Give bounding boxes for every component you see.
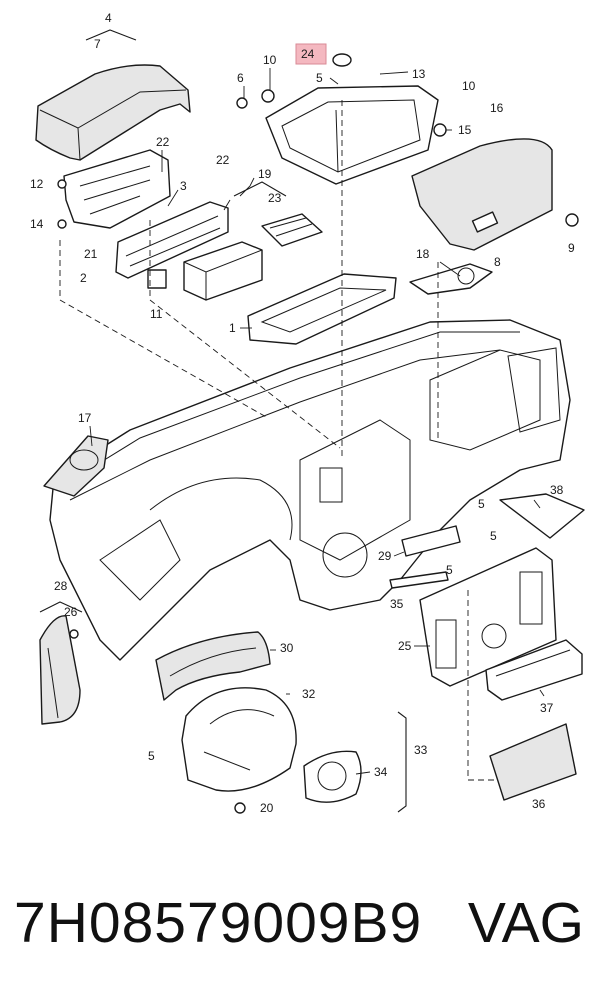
callout-8: 8 [494, 255, 501, 269]
ref-line-b [149, 220, 341, 449]
part-4-top-cover [35, 64, 191, 161]
callout-11: 11 [150, 307, 163, 321]
callout-17: 17 [78, 411, 92, 425]
part-30-instrument-hood [155, 631, 271, 701]
part-17-side-vent-trim [43, 435, 109, 497]
part-29-switch-module [401, 525, 461, 557]
part-2-frame [63, 149, 171, 229]
brace-28 [39, 601, 83, 613]
brace-19 [233, 181, 287, 197]
callout-34: 34 [374, 765, 388, 779]
callout-29: 29 [378, 549, 392, 563]
cap-24 [332, 53, 352, 67]
screw-12 [57, 179, 67, 189]
callout-38: 38 [550, 483, 564, 497]
part-36-blanking-plate [489, 723, 577, 801]
callout-5b: 5 [478, 497, 485, 511]
callout-14: 14 [30, 217, 44, 231]
callout-21: 21 [84, 247, 98, 261]
callout-9: 9 [568, 241, 575, 255]
callout-5c: 5 [490, 529, 497, 543]
screw-6 [236, 97, 248, 109]
callout-22b: 22 [216, 153, 230, 167]
callout-19: 19 [258, 167, 272, 181]
callout-33: 33 [414, 743, 428, 757]
callout-2: 2 [80, 271, 87, 285]
callout-35: 35 [390, 597, 404, 611]
callout-18: 18 [416, 247, 430, 261]
callout-6: 6 [237, 71, 244, 85]
part-35-strip [389, 571, 449, 589]
callout-23: 23 [268, 191, 282, 205]
clip-14 [57, 219, 67, 229]
callout-labels: 4 7 6 10 24 5 13 10 16 15 22 22 3 19 23 … [30, 11, 575, 815]
footer-caption: 7H08579009B9 VAG [0, 872, 600, 982]
callout-24: 24 [301, 47, 315, 61]
callout-5a: 5 [316, 71, 323, 85]
screw-20 [234, 802, 246, 814]
part-11-switch [147, 269, 167, 289]
callout-24-highlight [295, 43, 327, 65]
part-25-center-fascia [419, 547, 557, 687]
exploded-parts-diagram: 4 7 6 10 24 5 13 10 16 15 22 22 3 19 23 … [30, 11, 585, 815]
callout-26: 26 [64, 605, 78, 619]
part-19-storage-box [183, 241, 263, 301]
part-1-center-tray [247, 273, 397, 345]
part-number-text: 7H08579009B9 [14, 891, 423, 955]
callout-12: 12 [30, 177, 44, 191]
brace-33 [397, 711, 407, 813]
callout-37: 37 [540, 701, 554, 715]
ref-line-e [467, 590, 494, 781]
callout-5d: 5 [446, 563, 453, 577]
part-18-trim-plate [409, 263, 493, 295]
callout-7: 7 [94, 37, 101, 51]
part-38-switch-pad [499, 493, 585, 539]
part-34-bezel-ring [303, 750, 362, 803]
part-28-pillar-trim [39, 615, 81, 725]
callout-15: 15 [458, 123, 472, 137]
part-37-radio-tray [485, 639, 583, 701]
callout-1: 1 [229, 321, 236, 335]
part-8-glovebox-lid [411, 138, 553, 251]
part-32-column-shroud [181, 687, 297, 792]
callout-5e: 5 [148, 749, 155, 763]
callout-28: 28 [54, 579, 68, 593]
callout-36: 36 [532, 797, 546, 811]
callout-3: 3 [180, 179, 187, 193]
brace-4 [85, 29, 137, 41]
callout-16: 16 [490, 101, 504, 115]
clip-26 [69, 629, 79, 639]
callout-30: 30 [280, 641, 294, 655]
callout-10a: 10 [263, 53, 277, 67]
part-23-insert [261, 213, 323, 247]
callout-25: 25 [398, 639, 412, 653]
clip-15 [433, 123, 447, 137]
knob-9 [565, 213, 579, 227]
callout-22a: 22 [156, 135, 170, 149]
ref-line-a [59, 240, 269, 419]
callout-20: 20 [260, 801, 274, 815]
part-3-vent-trim [115, 201, 229, 279]
callout-4: 4 [105, 11, 112, 25]
part-16-glovebox-housing [265, 85, 439, 185]
clip-10 [261, 89, 275, 103]
brand-text: VAG [467, 891, 584, 955]
callout-32: 32 [302, 687, 316, 701]
main-dashboard-panel [49, 319, 571, 661]
callout-13: 13 [412, 67, 426, 81]
callout-10b: 10 [462, 79, 476, 93]
